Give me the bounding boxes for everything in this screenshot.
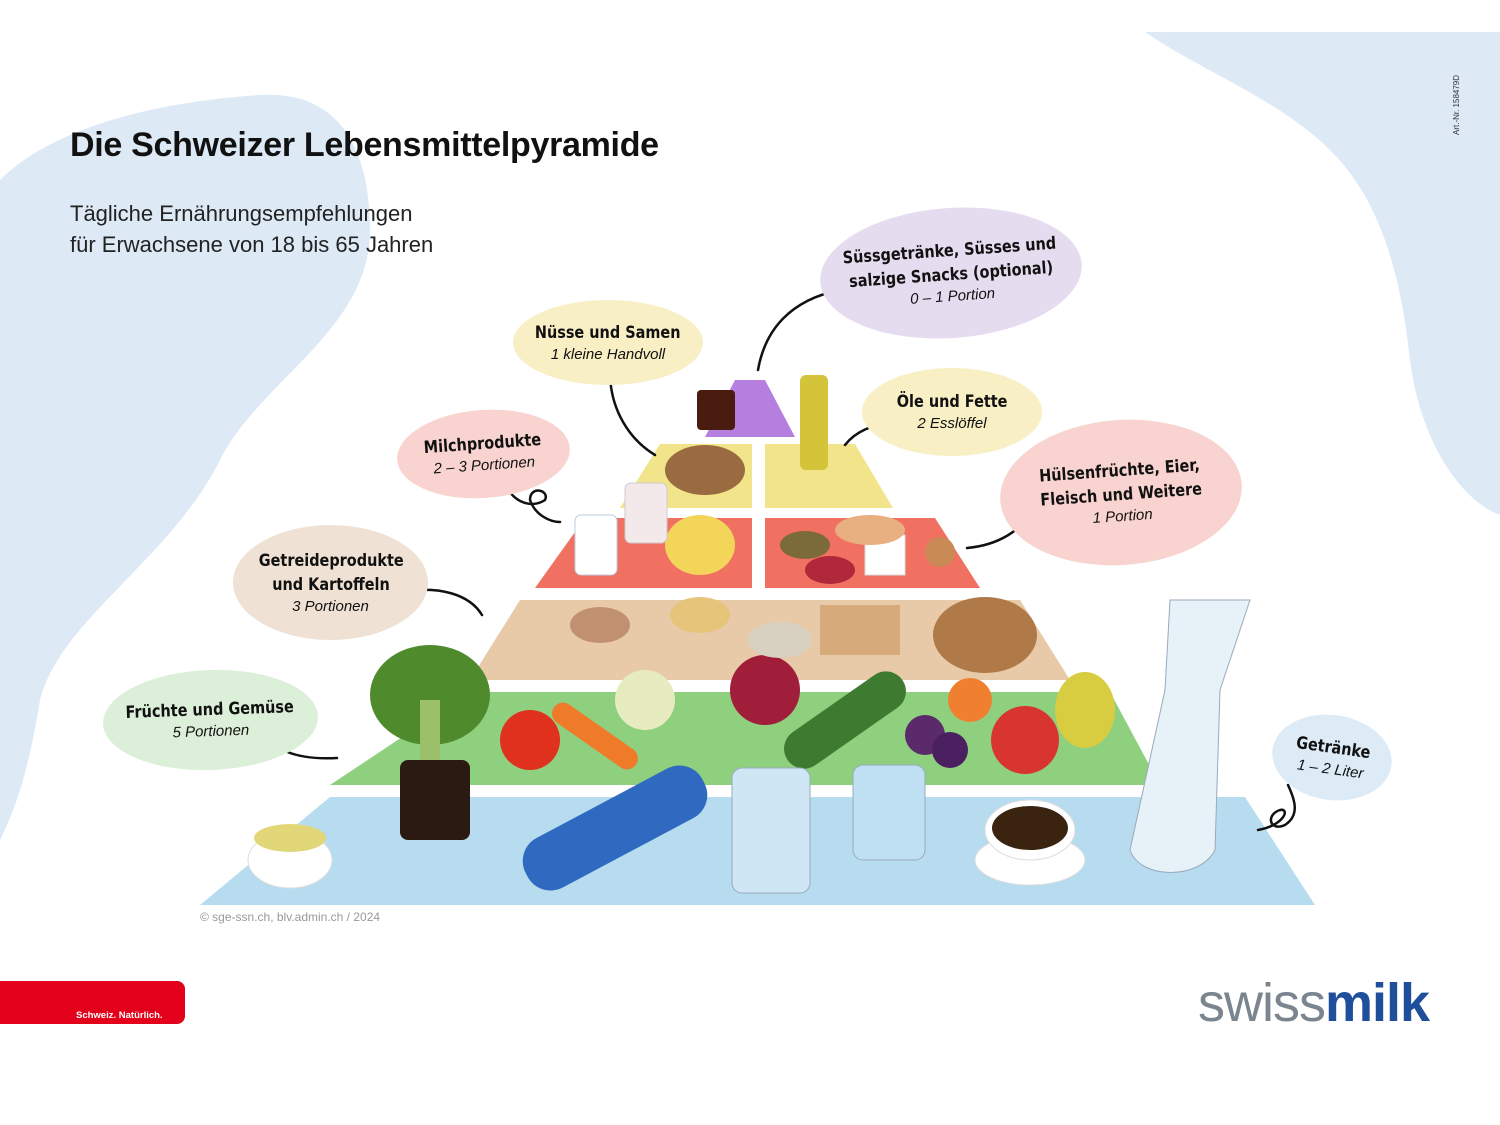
swiss-tagline-badge: Schweiz. Natürlich. (0, 981, 185, 1024)
level-name: Hülsenfrüchte, Eier, Fleisch und Weitere (1038, 454, 1203, 511)
level-name: Öle und Fette (896, 392, 1008, 412)
bubble-oils: Öle und Fette 2 Esslöffel (862, 368, 1042, 456)
level-name: Nüsse und Samen (535, 322, 681, 343)
copyright: © sge-ssn.ch, blv.admin.ch / 2024 (200, 910, 381, 924)
page-subtitle: Tägliche Ernährungsempfehlungen für Erwac… (70, 198, 433, 260)
level-portion: 1 Portion (1092, 505, 1154, 527)
level-portion: 5 Portionen (172, 721, 250, 742)
level-name: Getreideprodukte und Kartoffeln (258, 550, 404, 595)
layer-oils (765, 444, 893, 508)
level-portion: 3 Portionen (292, 597, 369, 615)
logo-part-2: milk (1325, 973, 1430, 1033)
bubble-nuts: Nüsse und Samen 1 kleine Handvoll (513, 300, 703, 385)
article-number: Art.-Nr. 158479D (1452, 74, 1461, 135)
level-name: Süssgetränke, Süsses und salzige Snacks … (842, 233, 1057, 293)
swissmilk-logo: swissmilk (1198, 972, 1430, 1034)
level-portion: 2 Esslöffel (917, 415, 987, 432)
level-portion: 1 kleine Handvoll (550, 345, 666, 363)
level-name: Früchte und Gemüse (125, 697, 295, 723)
tagline: Schweiz. Natürlich. (76, 1010, 163, 1021)
food-items (247, 375, 1251, 894)
bubble-grains: Getreideprodukte und Kartoffeln 3 Portion… (233, 525, 428, 640)
subtitle-line-2: für Erwachsene von 18 bis 65 Jahren (70, 232, 434, 257)
logo-part-1: swiss (1198, 973, 1326, 1033)
page-title: Die Schweizer Lebensmittelpyramide (70, 126, 659, 164)
subtitle-line-1: Tägliche Ernährungsempfehlungen (70, 201, 413, 226)
